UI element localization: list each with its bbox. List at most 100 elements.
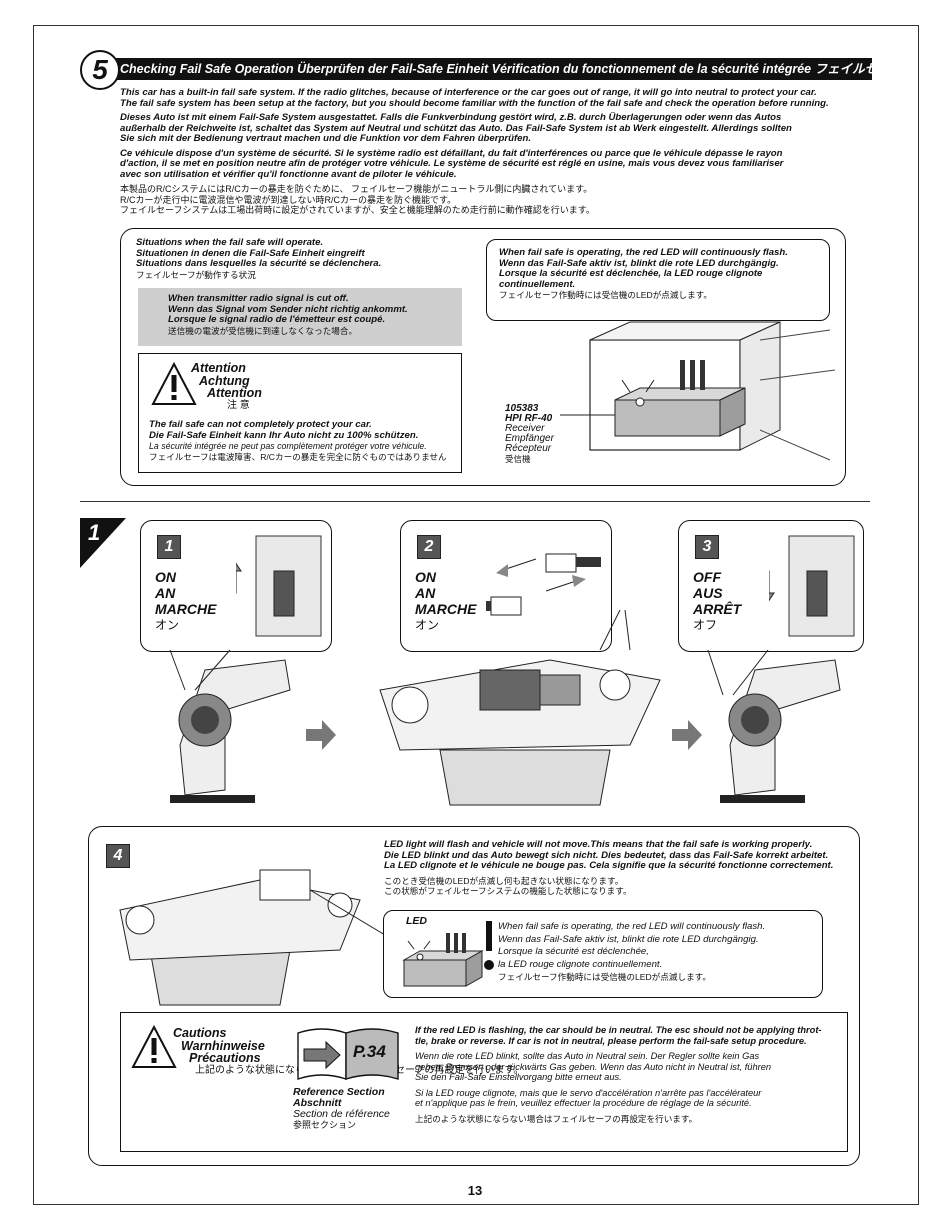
cautions-text-de-1: Wenn die rote LED blinkt, sollte das Aut… xyxy=(415,1051,760,1061)
arrow-right-icon xyxy=(306,720,336,750)
intro-text: This car has a built-in fail safe system… xyxy=(120,87,870,216)
step-4-text: LED light will flash and vehicle will no… xyxy=(384,839,854,897)
signal-cut-box: When transmitter radio signal is cut off… xyxy=(138,288,462,346)
signal-de: Wenn das Signal vom Sender nicht richtig… xyxy=(168,303,408,315)
substep-1-number: 1 xyxy=(157,535,181,559)
substep-3-l2: AUS xyxy=(693,585,723,601)
led-box-de: Wenn das Fail-Safe aktiv ist, blinkt die… xyxy=(498,933,759,945)
section-number: 5 xyxy=(80,50,120,90)
led-box-jp: フェイルセーフ作動時には受信機のLEDが点滅します。 xyxy=(498,972,711,982)
intro-de-2: außerhalb der Reichweite ist, schaltet d… xyxy=(120,122,792,134)
attention-note-fr: La sécurité intégrée ne peut pas complèt… xyxy=(149,441,427,451)
substep-3-l4: オフ xyxy=(693,618,718,632)
situations-jp: フェイルセーフが動作する状況 xyxy=(136,269,256,280)
step4-fr: La LED clignote et le véhicule ne bouge … xyxy=(384,860,834,871)
attention-de: Achtung xyxy=(199,373,250,388)
receiver-jp: 受信機 xyxy=(505,454,531,464)
cautions-text-en-1: If the red LED is flashing, the car shou… xyxy=(415,1025,822,1035)
cautions-text-fr-2: et n'applique pas le frein, veuillez eff… xyxy=(415,1098,752,1108)
substep-2-l3: MARCHE xyxy=(415,601,477,617)
reference-en: Reference Section xyxy=(293,1086,385,1098)
exclamation-icon xyxy=(484,921,494,970)
step-number: 1 xyxy=(88,520,101,545)
cautions-box: Cautions Warnhinweise Précautions 上記のような… xyxy=(120,1012,848,1152)
situations-en: Situations when the fail safe will opera… xyxy=(136,237,324,248)
signal-en: When transmitter radio signal is cut off… xyxy=(168,293,349,304)
signal-fr: Lorsque le signal radio de l'émetteur es… xyxy=(168,314,386,325)
substep-4-number: 4 xyxy=(106,844,130,868)
substep-3-number: 3 xyxy=(695,535,719,559)
page-number: 13 xyxy=(467,1183,483,1198)
switch-down-illustration xyxy=(769,535,855,637)
transmitter-left-illustration xyxy=(170,659,291,803)
step4-jp-2: この状態がフェイルセーフシステムの機能した状態になります。 xyxy=(384,886,632,896)
receiver-de: Empfänger xyxy=(505,433,554,444)
arrow-right-icon xyxy=(672,720,702,750)
attention-fr: Attention xyxy=(207,386,262,400)
intro-fr-3: avec son utilisation et vérifier qu'il f… xyxy=(120,168,457,180)
substep-1-l1: ON xyxy=(155,569,176,585)
receiver-model: HPI RF-40 xyxy=(505,413,553,424)
led-note-jp: フェイルセーフ作動時には受信機のLEDが点滅します。 xyxy=(499,290,712,300)
situations-de: Situationen in denen die Fail-Safe Einhe… xyxy=(136,247,365,259)
cautions-de: Warnhinweise xyxy=(181,1038,265,1053)
led-note-fr-1: Lorsque la sécurité est déclenchée, la L… xyxy=(499,268,763,279)
led-box-fr-2: la LED rouge clignote continuellement. xyxy=(498,958,663,970)
intro-jp-3: フェイルセーフシステムは工場出荷時に設定がされていますが、安全と機能理解のため走… xyxy=(120,205,595,215)
warning-icon xyxy=(151,362,197,405)
attention-jp: 注 意 xyxy=(227,399,250,411)
situations-heading: Situations when the fail safe will opera… xyxy=(136,237,476,280)
led-note-de: Wenn das Fail-Safe aktiv ist, blinkt die… xyxy=(499,257,779,269)
substep-2-l1: ON xyxy=(415,569,436,585)
substep-2-bubble: 2 ON AN MARCHE オン xyxy=(400,520,612,652)
step-4-led-box: LED When fail safe is operating, the red… xyxy=(383,910,823,998)
page-frame xyxy=(33,25,919,1205)
led-note-box: When fail safe is operating, the red LED… xyxy=(486,239,830,321)
led-label: LED xyxy=(406,915,427,927)
led-receiver-illustration xyxy=(402,933,484,987)
divider xyxy=(80,501,870,502)
substep-3-bubble: 3 OFF AUS ARRÊT オフ xyxy=(678,520,864,652)
warning-icon xyxy=(131,1025,177,1068)
cautions-text-jp: 上記のような状態にならない場合はフェイルセーフの再設定を行います。 xyxy=(415,1113,698,1124)
substep-1-l4: オン xyxy=(155,618,180,632)
substep-1-l3: MARCHE xyxy=(155,601,217,617)
cautions-text-en-2: tle, brake or reverse. If car is not in … xyxy=(415,1035,807,1046)
intro-jp-1: 本製品のR/CシステムにはR/Cカーの暴走を防ぐために、 フェイルセーフ機能がニ… xyxy=(120,184,593,194)
substep-1-bubble: 1 ON AN MARCHE オン xyxy=(140,520,332,652)
switch-up-illustration xyxy=(236,535,322,637)
cautions-text-de-2: geben, Bremsen oder rückwärts Gas geben.… xyxy=(415,1061,772,1072)
led-box-en: When fail safe is operating, the red LED… xyxy=(498,921,766,932)
cautions-text-fr-1: Si la LED rouge clignote, mais que le se… xyxy=(415,1087,762,1098)
led-box-fr-1: Lorsque la sécurité est déclenchée, xyxy=(498,946,649,957)
step4-jp-1: このとき受信機のLEDが点滅し何も起きない状態になります。 xyxy=(384,875,624,886)
led-note-fr-2: continuellement. xyxy=(499,278,576,290)
intro-fr-2: d'action, il se met en position neutre a… xyxy=(120,158,784,169)
receiver-part-no: 105383 xyxy=(505,403,539,414)
substep-2-number: 2 xyxy=(417,535,441,559)
intro-de-3: Sie sich mit der Bedienung vertraut mach… xyxy=(120,133,531,144)
reference-page: P.34 xyxy=(353,1042,386,1061)
cautions-en: Cautions xyxy=(173,1026,227,1040)
receiver-fr: Récepteur xyxy=(505,443,552,454)
intro-en-2: The fail safe system has been setup at t… xyxy=(120,97,829,109)
intro-en-1: This car has a built-in fail safe system… xyxy=(120,87,817,98)
step4-de: Die LED blinkt und das Auto bewegt sich … xyxy=(384,849,829,861)
intro-jp-2: R/Cカーが走行中に電波混信や電波が到達しない時R/Cカーの暴走を防ぐ機能です。 xyxy=(120,194,457,205)
receiver-en: Receiver xyxy=(505,423,545,434)
substep-3-l1: OFF xyxy=(693,569,721,585)
callout-1-lines xyxy=(169,649,231,691)
intro-de-1: Dieses Auto ist mit einem Fail-Safe Syst… xyxy=(120,112,782,123)
signal-jp: 送信機の電波が受信機に到達しなくなった場合。 xyxy=(168,325,358,336)
substep-1-l2: AN xyxy=(155,585,176,601)
attention-box: Attention Achtung Attention 注 意 The fail… xyxy=(138,353,462,473)
attention-note-en: The fail safe can not completely protect… xyxy=(149,419,372,430)
transmitter-right-illustration xyxy=(720,659,841,803)
step4-en: LED light will flash and vehicle will no… xyxy=(384,839,813,850)
receiver-illustration xyxy=(560,321,836,461)
substep-2-l2: AN xyxy=(415,585,436,601)
attention-en: Attention xyxy=(191,361,246,375)
cautions-fr: Précautions xyxy=(189,1051,261,1065)
substep-2-l4: オン xyxy=(415,618,440,632)
reference-fr: Section de référence xyxy=(293,1108,390,1120)
